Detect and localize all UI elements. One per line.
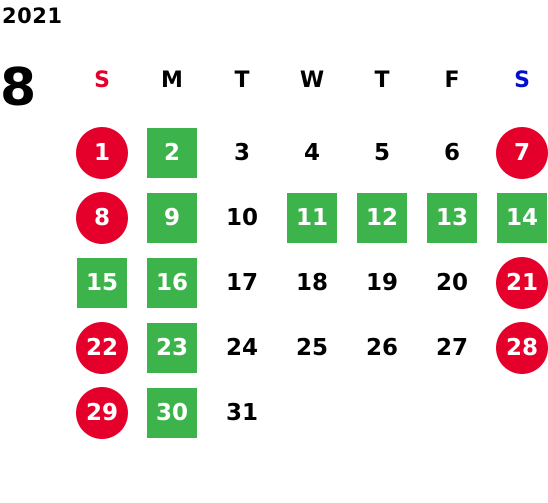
calendar-day-number: 16 <box>147 257 197 308</box>
calendar-day-22[interactable]: 22 <box>67 315 137 380</box>
calendar-day-number: 11 <box>287 192 337 243</box>
calendar-day-6[interactable]: 6 <box>417 120 487 185</box>
calendar-day-16[interactable]: 16 <box>137 250 207 315</box>
calendar-day-21[interactable]: 21 <box>487 250 548 315</box>
calendar-day-number: 3 <box>233 139 250 166</box>
calendar-month: 8 <box>0 58 37 118</box>
calendar-day-number: 23 <box>147 322 197 373</box>
calendar-day-number: 5 <box>373 139 390 166</box>
calendar-day-3[interactable]: 3 <box>207 120 277 185</box>
weekday-header: S M T W T F S <box>67 66 548 96</box>
calendar-day-number: 12 <box>357 192 407 243</box>
calendar-day-number: 30 <box>147 387 197 438</box>
calendar-day-number: 8 <box>76 191 128 244</box>
calendar-day-number: 6 <box>443 139 460 166</box>
calendar-day-11[interactable]: 11 <box>277 185 347 250</box>
calendar-day-31[interactable]: 31 <box>207 380 277 445</box>
calendar-day-number: 22 <box>76 321 128 374</box>
calendar-day-number: 7 <box>496 126 548 179</box>
calendar-day-14[interactable]: 14 <box>487 185 548 250</box>
calendar-day-number: 29 <box>76 386 128 439</box>
weekday-fri: F <box>444 68 460 93</box>
calendar-day-17[interactable]: 17 <box>207 250 277 315</box>
calendar-day-9[interactable]: 9 <box>137 185 207 250</box>
calendar-day-28[interactable]: 28 <box>487 315 548 380</box>
calendar-day-1[interactable]: 1 <box>67 120 137 185</box>
calendar-day-number: 27 <box>435 334 468 361</box>
calendar-day-5[interactable]: 5 <box>347 120 417 185</box>
calendar-day-number: 2 <box>147 127 197 178</box>
calendar-day-number: 13 <box>427 192 477 243</box>
weekday-wed: W <box>299 68 325 93</box>
calendar-day-number: 19 <box>365 269 398 296</box>
calendar-day-26[interactable]: 26 <box>347 315 417 380</box>
calendar-day-number: 31 <box>225 399 258 426</box>
calendar-day-number: 21 <box>496 256 548 309</box>
weekday-thu: T <box>374 68 390 93</box>
calendar-day-number: 24 <box>225 334 258 361</box>
calendar-day-number: 9 <box>147 192 197 243</box>
weekday-sun: S <box>94 68 110 93</box>
calendar-day-15[interactable]: 15 <box>67 250 137 315</box>
calendar-day-number: 14 <box>497 192 547 243</box>
calendar-day-number: 1 <box>76 126 128 179</box>
calendar-day-2[interactable]: 2 <box>137 120 207 185</box>
weekday-sat: S <box>514 68 530 93</box>
calendar-day-29[interactable]: 29 <box>67 380 137 445</box>
weekday-mon: M <box>161 68 183 93</box>
calendar-day-number: 28 <box>496 321 548 374</box>
calendar-day-number: 25 <box>295 334 328 361</box>
calendar-day-number: 26 <box>365 334 398 361</box>
calendar-day-23[interactable]: 23 <box>137 315 207 380</box>
calendar-day-4[interactable]: 4 <box>277 120 347 185</box>
calendar-day-27[interactable]: 27 <box>417 315 487 380</box>
calendar-day-number: 20 <box>435 269 468 296</box>
weekday-tue: T <box>234 68 250 93</box>
calendar-day-24[interactable]: 24 <box>207 315 277 380</box>
calendar-day-number: 10 <box>225 204 258 231</box>
calendar-day-19[interactable]: 19 <box>347 250 417 315</box>
calendar-day-number: 4 <box>303 139 320 166</box>
calendar-day-number: 18 <box>295 269 328 296</box>
calendar-day-8[interactable]: 8 <box>67 185 137 250</box>
calendar-day-7[interactable]: 7 <box>487 120 548 185</box>
calendar-day-12[interactable]: 12 <box>347 185 417 250</box>
calendar-year: 2021 <box>2 4 63 28</box>
calendar-day-number: 17 <box>225 269 258 296</box>
calendar-day-number: 15 <box>77 257 127 308</box>
calendar-day-30[interactable]: 30 <box>137 380 207 445</box>
calendar-day-18[interactable]: 18 <box>277 250 347 315</box>
calendar-day-25[interactable]: 25 <box>277 315 347 380</box>
calendar-day-10[interactable]: 10 <box>207 185 277 250</box>
calendar-day-20[interactable]: 20 <box>417 250 487 315</box>
calendar-day-13[interactable]: 13 <box>417 185 487 250</box>
